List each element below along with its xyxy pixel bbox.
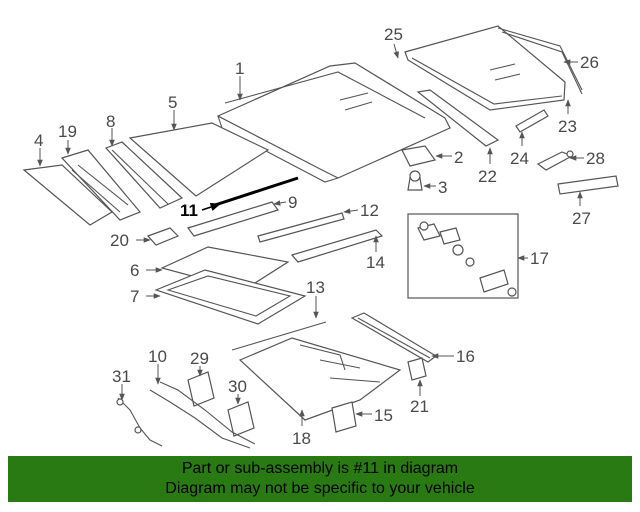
part-21 <box>407 357 427 381</box>
callout-29: 29 <box>190 349 209 368</box>
callout-4: 4 <box>34 131 43 150</box>
callout-20: 20 <box>110 231 129 250</box>
part-11-seal <box>211 176 299 208</box>
callout-8: 8 <box>106 112 115 131</box>
callout-23: 23 <box>558 117 577 136</box>
part-front-rail <box>104 141 184 209</box>
callout-22: 22 <box>478 167 497 186</box>
banner-line-2: Diagram may not be specific to your vehi… <box>165 480 475 497</box>
callout-25: 25 <box>384 25 403 44</box>
callout-15: 15 <box>374 406 393 425</box>
callout-10: 10 <box>148 347 167 366</box>
callout-28: 28 <box>586 149 605 168</box>
banner-line-1: Part or sub-assembly is #11 in diagram <box>181 460 459 477</box>
callout-14: 14 <box>366 253 385 272</box>
callout-2: 2 <box>454 148 463 167</box>
callout-27: 27 <box>572 209 591 228</box>
callout-19: 19 <box>58 122 77 141</box>
callout-3: 3 <box>438 178 447 197</box>
callout-7: 7 <box>130 287 139 306</box>
callout-30: 30 <box>228 377 247 396</box>
callout-11: 11 <box>180 201 198 220</box>
info-banner: Part or sub-assembly is #11 in diagram D… <box>8 456 632 502</box>
callout-5: 5 <box>168 93 177 112</box>
callout-1: 1 <box>235 59 244 78</box>
part-roof-panel <box>216 62 451 183</box>
callout-16: 16 <box>456 347 475 366</box>
callout-24: 24 <box>510 149 529 168</box>
part-trim-panels-left <box>22 149 141 226</box>
callout-18: 18 <box>292 429 311 448</box>
part-rails-middle <box>187 201 384 263</box>
part-harness <box>116 381 256 449</box>
part-frames <box>154 246 307 325</box>
callout-12: 12 <box>360 201 379 220</box>
part-hardware-kit <box>407 213 519 299</box>
part-glass-panel <box>128 122 270 197</box>
part-small-rails <box>416 89 619 195</box>
callout-31: 31 <box>112 367 131 386</box>
part-rear-glass <box>404 25 583 111</box>
callout-17: 17 <box>530 249 549 268</box>
part-side-rail-16 <box>350 312 438 363</box>
part-sunroof-frame <box>231 321 402 421</box>
leader-lines <box>37 43 584 426</box>
callout-6: 6 <box>130 261 139 280</box>
callout-13: 13 <box>306 278 325 297</box>
callout-9: 9 <box>288 193 297 212</box>
part-clip-20 <box>146 227 180 246</box>
part-module-15 <box>331 401 357 433</box>
callout-21: 21 <box>410 397 429 416</box>
callout-26: 26 <box>580 53 599 72</box>
part-bracket-and-bolt <box>401 145 437 191</box>
